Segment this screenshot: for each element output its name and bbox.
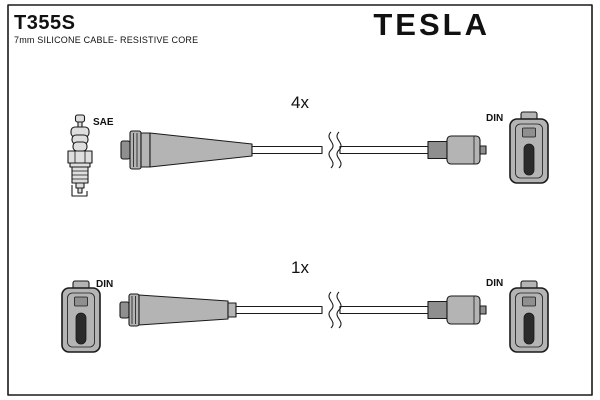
quantity-label: 4x [291, 93, 309, 112]
din-label-right: DIN [486, 278, 503, 289]
spark-plug-boot [120, 130, 253, 170]
cable-boot [119, 293, 237, 327]
din-label-left: DIN [96, 279, 113, 290]
border-frame [7, 4, 593, 396]
din-plug-icon [427, 295, 487, 325]
subtitle: 7mm SILICONE CABLE- RESISTIVE CORE [14, 35, 198, 45]
quantity-label: 1x [291, 258, 309, 277]
assembly-4x: 4x SAE [67, 93, 549, 197]
cable [339, 305, 429, 315]
cable [251, 145, 323, 155]
assembly-1x: 1x DIN DIN [61, 258, 549, 353]
part-number: T355S [14, 12, 75, 34]
din-label: DIN [486, 113, 503, 124]
din-plug-icon [427, 135, 487, 165]
cable [339, 145, 429, 155]
spark-plug-icon [67, 114, 93, 197]
sae-label: SAE [93, 117, 114, 128]
cable-break-icon [328, 291, 342, 329]
cable-break-icon [328, 131, 342, 169]
din-socket-icon [61, 280, 101, 353]
cable [235, 305, 323, 315]
tesla-logo: TESLA [373, 7, 490, 42]
din-socket-icon [509, 280, 549, 353]
din-socket-icon [509, 111, 549, 184]
